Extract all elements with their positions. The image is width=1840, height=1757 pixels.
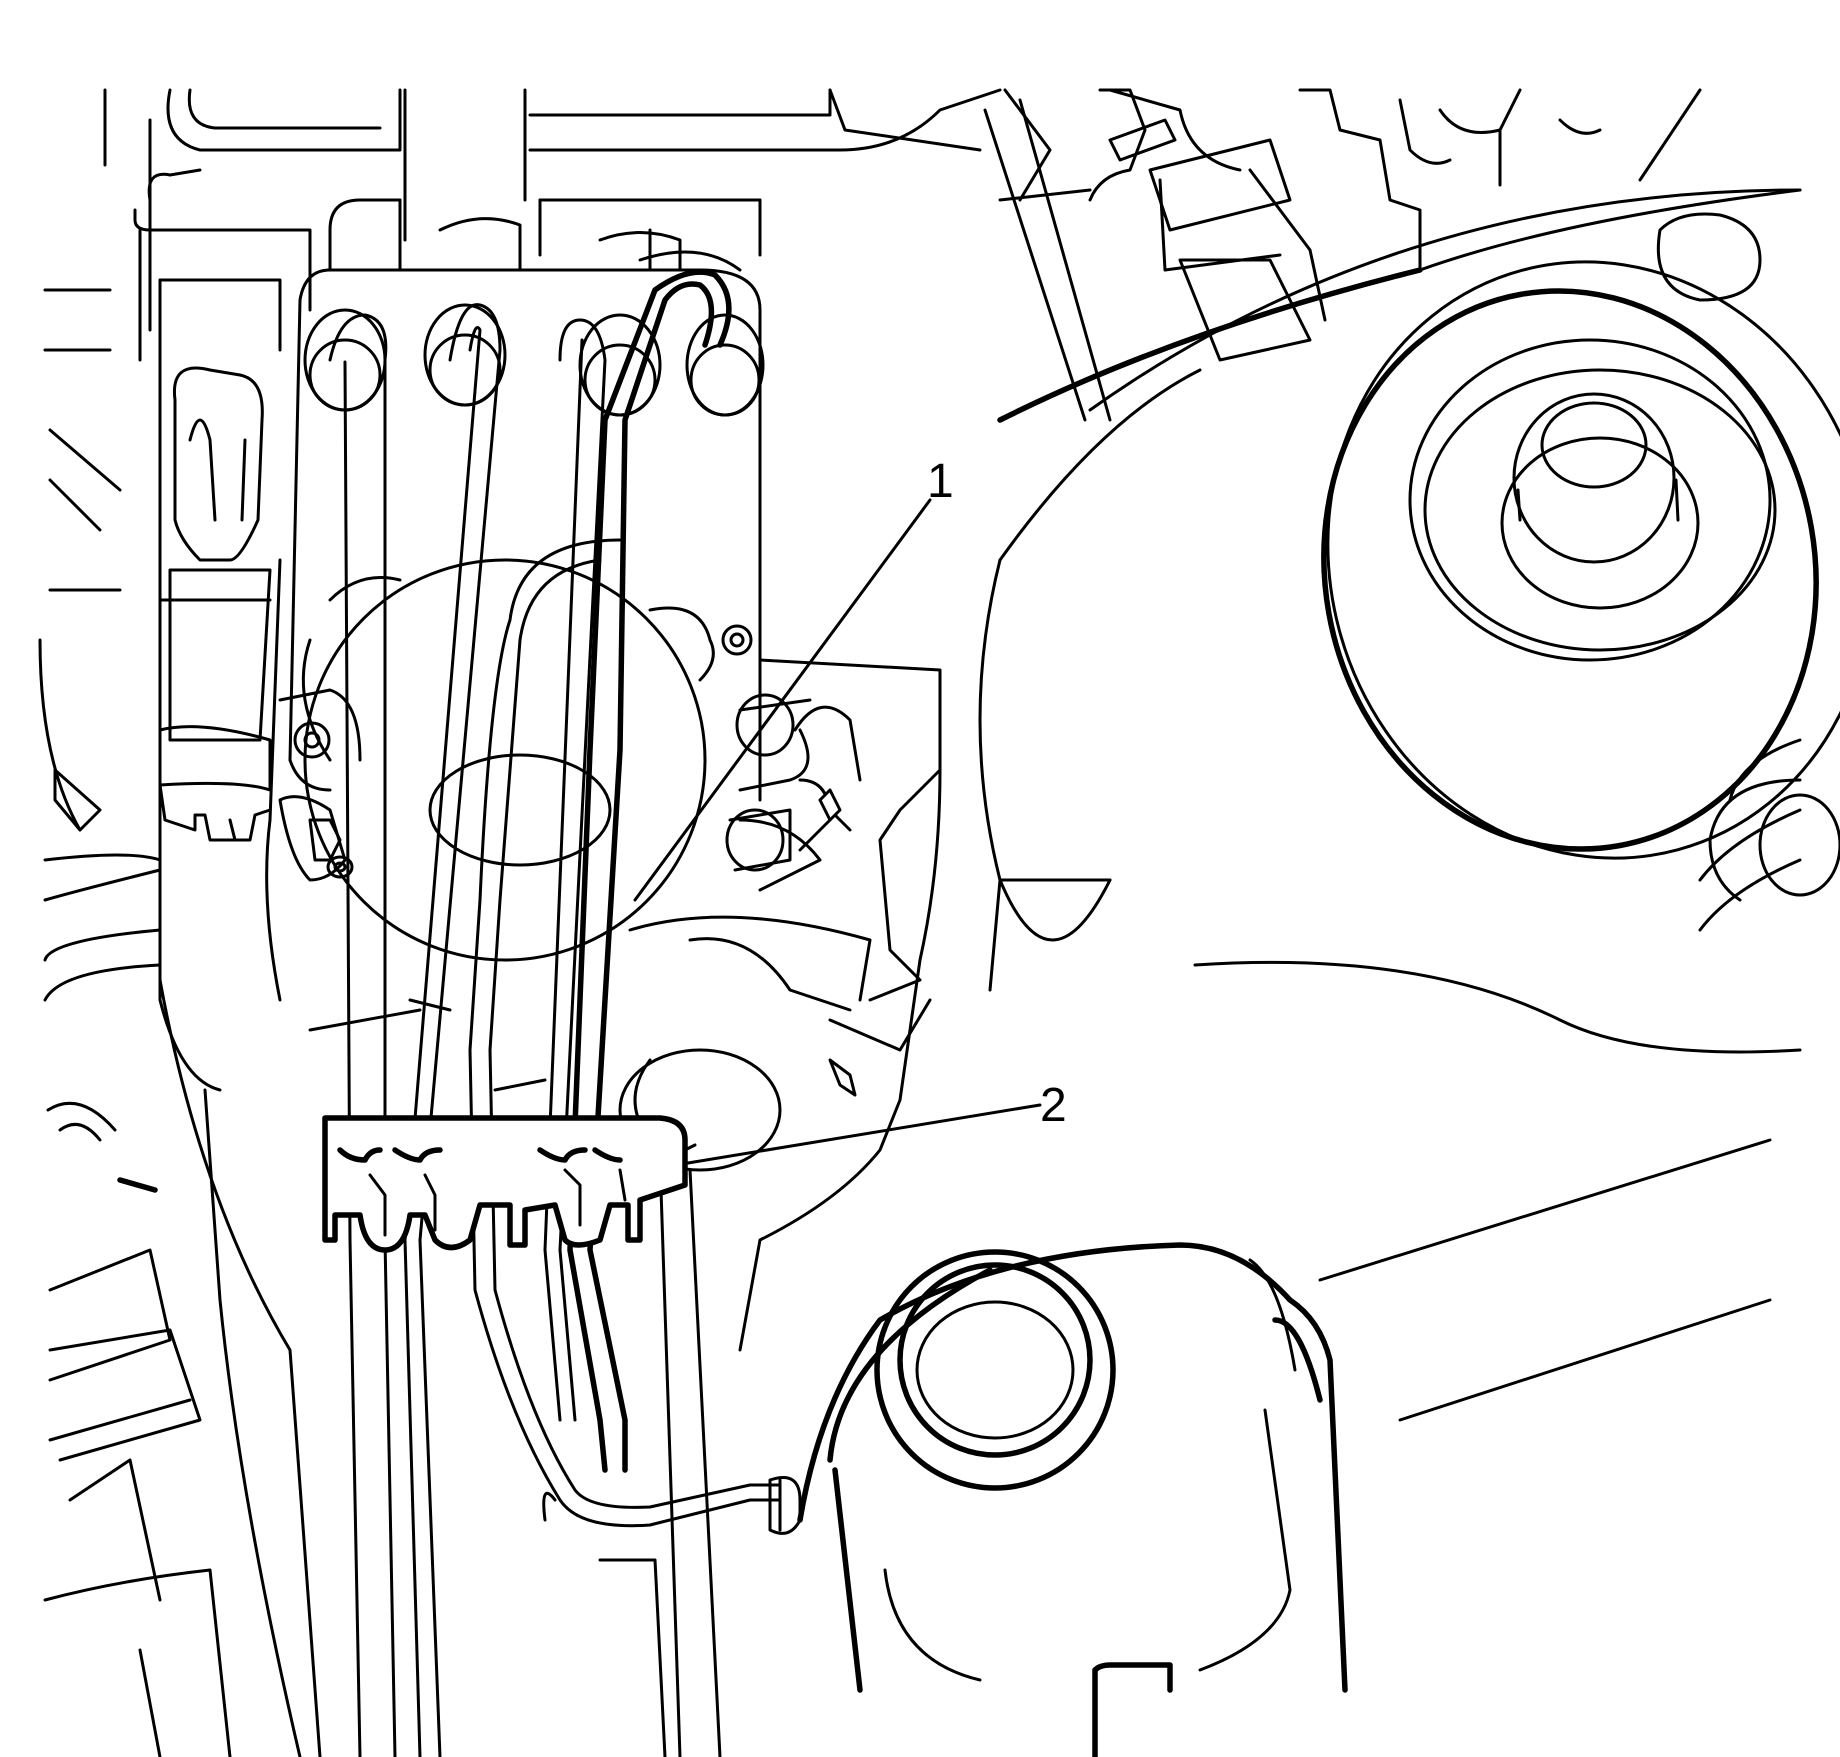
callout-leaders [633,498,1042,1165]
callout-1-leader [633,498,932,902]
master-cylinder-reservoir [768,1242,1348,1757]
strut-tower [978,188,1840,1422]
brake-pipes [328,269,782,1757]
cowl-panel [103,88,1802,422]
callout-1-label: 1 [927,455,954,508]
left-body-structure [38,288,322,1757]
callout-2-leader [686,1103,1042,1165]
abs-modulator [278,198,812,1032]
brake-pipe-retaining-clip [322,1115,697,1253]
electrical-connector [133,118,312,1002]
mounting-bracket [618,658,942,1352]
callout-2-label: 2 [1040,1079,1067,1132]
